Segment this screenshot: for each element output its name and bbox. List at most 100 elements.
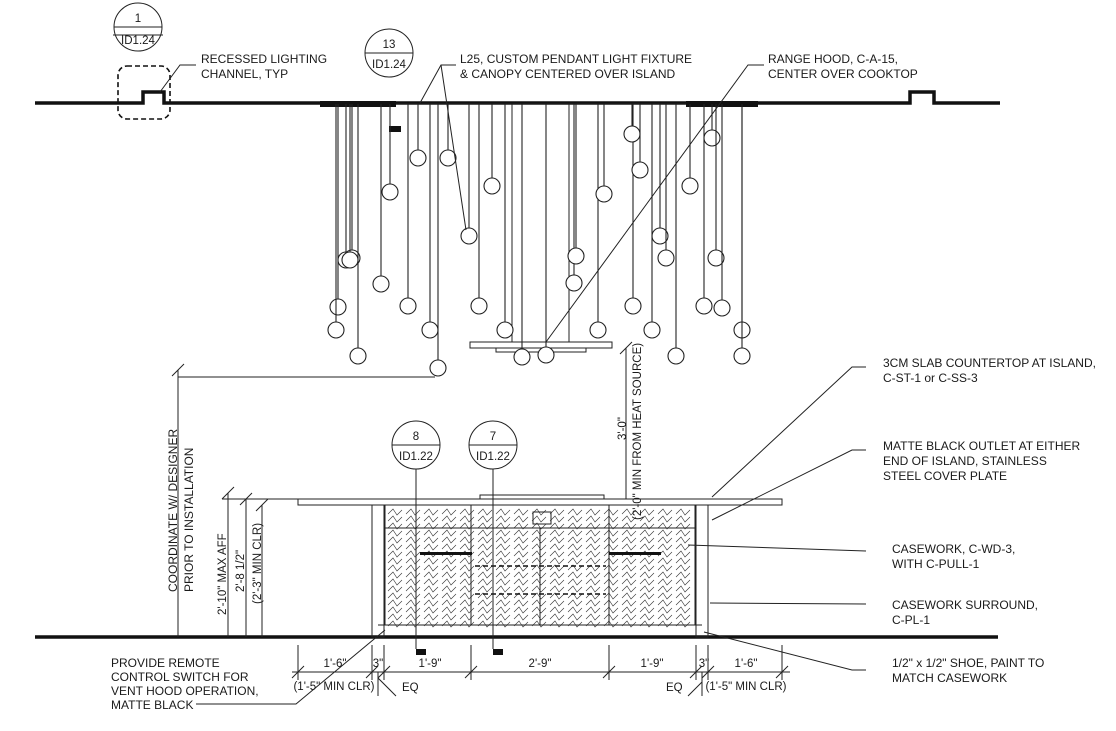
wood-grain — [495, 613, 511, 621]
wood-grain — [549, 592, 565, 600]
wood-grain — [639, 571, 655, 579]
wood-grain — [405, 620, 421, 628]
wood-grain — [405, 578, 421, 586]
wood-grain — [621, 536, 637, 544]
wood-grain — [495, 536, 511, 544]
pendant-globe — [565, 274, 583, 292]
drawer-pull-left — [420, 552, 472, 555]
wood-grain — [531, 564, 547, 572]
wood-grain — [621, 606, 637, 614]
wood-grain — [621, 613, 637, 621]
wood-grain — [603, 613, 619, 621]
wood-grain — [459, 557, 475, 565]
cooktop — [479, 494, 605, 500]
detail-bubble-8[interactable]: 8 ID1.22 — [391, 420, 441, 649]
wood-grain — [639, 536, 655, 544]
wood-grain — [585, 620, 601, 628]
wood-grain — [549, 606, 565, 614]
svg-text:RECESSED LIGHTING: RECESSED LIGHTING — [201, 52, 327, 66]
wood-grain — [603, 599, 619, 607]
wood-grain — [423, 529, 439, 537]
wood-grain — [621, 557, 637, 565]
pendant-globe — [483, 177, 501, 195]
wood-grain — [621, 578, 637, 586]
wood-grain — [639, 543, 655, 551]
wood-grain — [459, 536, 475, 544]
wood-grain — [441, 515, 457, 523]
bubble-13-ref: ID1.24 — [372, 59, 406, 71]
wood-grain — [639, 508, 655, 516]
wood-grain — [585, 557, 601, 565]
wood-grain — [495, 606, 511, 614]
wood-grain — [639, 529, 655, 537]
max-aff-dim: 2'-10" MAX AFF — [217, 533, 229, 615]
coordinate-note-1: COORDINATE W/ DESIGNER — [166, 429, 180, 592]
svg-text:L25, CUSTOM PENDANT LIGHT FIXT: L25, CUSTOM PENDANT LIGHT FIXTURE — [460, 52, 692, 66]
wood-grain — [495, 543, 511, 551]
svg-text:CENTER OVER COOKTOP: CENTER OVER COOKTOP — [768, 67, 918, 81]
detail-bubble-1[interactable]: 1 ID1.24 — [113, 2, 163, 52]
wood-grain — [513, 543, 529, 551]
svg-text:3CM SLAB COUNTERTOP AT ISLAND,: 3CM SLAB COUNTERTOP AT ISLAND, — [883, 356, 1096, 370]
wood-grain — [549, 571, 565, 579]
wood-grain — [387, 550, 403, 558]
bubble-7-ref: ID1.22 — [476, 451, 510, 463]
pendant-globe — [496, 321, 514, 339]
wood-grain — [657, 620, 673, 628]
wood-grain — [459, 571, 475, 579]
wood-grain — [531, 543, 547, 551]
recessed-channel-outline — [117, 65, 171, 120]
wood-grain — [513, 585, 529, 593]
wood-grain — [513, 592, 529, 600]
wood-grain — [675, 585, 691, 593]
wood-grain — [387, 536, 403, 544]
wood-grain — [567, 620, 583, 628]
wood-grain — [603, 592, 619, 600]
wood-grain — [531, 557, 547, 565]
wood-grain — [639, 585, 655, 593]
pendant-globe — [381, 183, 399, 201]
bubble-8-number: 8 — [413, 431, 419, 443]
wood-grain — [657, 571, 673, 579]
wood-grain — [477, 592, 493, 600]
wood-grain — [639, 564, 655, 572]
pendant-globe — [421, 321, 439, 339]
svg-text:1/2" x 1/2" SHOE, PAINT TO: 1/2" x 1/2" SHOE, PAINT TO — [892, 656, 1044, 670]
wood-grain — [621, 599, 637, 607]
wood-grain — [477, 585, 493, 593]
wood-grain — [459, 592, 475, 600]
remote-switch-right — [493, 649, 503, 655]
wood-grain — [657, 592, 673, 600]
pendant-globe — [589, 321, 607, 339]
wood-grain — [441, 557, 457, 565]
wood-grain — [549, 564, 565, 572]
detail-bubble-7[interactable]: 7 ID1.22 — [468, 420, 518, 649]
wood-grain — [423, 543, 439, 551]
pendant-globe — [733, 347, 751, 365]
dim-2-9: 2'-9" — [529, 658, 552, 670]
wood-grain — [585, 592, 601, 600]
dim-3-right: 3" — [699, 658, 709, 670]
wood-grain — [441, 529, 457, 537]
island — [297, 494, 783, 655]
wood-grain — [423, 606, 439, 614]
wood-grain — [459, 543, 475, 551]
svg-text:CASEWORK, C-WD-3,: CASEWORK, C-WD-3, — [892, 542, 1015, 556]
wood-grain — [513, 529, 529, 537]
control-panel — [532, 511, 552, 525]
note-recessed-lighting: RECESSED LIGHTING CHANNEL, TYP — [201, 52, 327, 81]
wood-grain — [513, 606, 529, 614]
bubble-8-ref: ID1.22 — [399, 451, 433, 463]
wood-grain — [387, 606, 403, 614]
detail-bubble-13[interactable]: 13 ID1.24 — [364, 28, 414, 78]
wood-grain — [531, 515, 547, 523]
wood-grain — [585, 571, 601, 579]
wood-grain — [675, 613, 691, 621]
wood-grain — [585, 599, 601, 607]
wood-grain — [549, 613, 565, 621]
wood-grain — [423, 620, 439, 628]
wood-grain — [567, 557, 583, 565]
wood-grain — [603, 508, 619, 516]
wood-grain — [585, 613, 601, 621]
